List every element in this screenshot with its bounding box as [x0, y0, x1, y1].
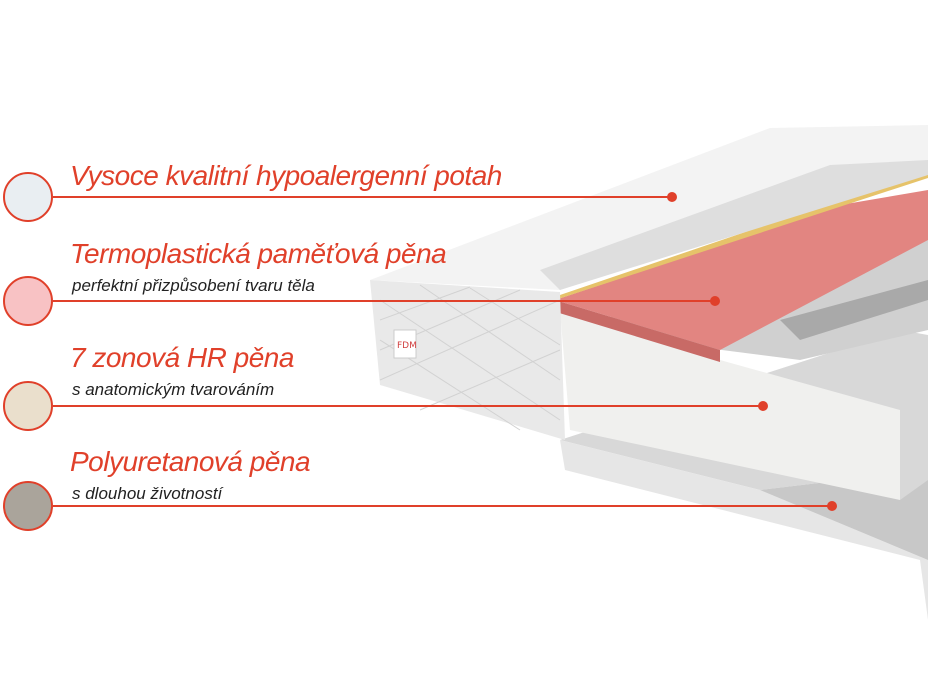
memory-foam-swatch: [3, 276, 53, 326]
hr-foam-title: 7 zonová HR pěna: [70, 342, 294, 373]
memory-foam-front: [555, 300, 720, 362]
hr-foam-marker: [758, 401, 768, 411]
cover-title: Vysoce kvalitní hypoalergenní potah: [70, 160, 502, 191]
hr-foam-subtitle: s anatomickým tvarováním: [72, 380, 275, 399]
pu-foam-subtitle: s dlouhou životností: [72, 484, 223, 503]
memory-foam-title: Termoplastická paměťová pěna: [70, 238, 447, 269]
memory-foam-top: [555, 190, 928, 350]
pu-foam-front: [560, 440, 928, 620]
pu-foam-swatch: [3, 481, 53, 531]
pu-foam-title: Polyuretanová pěna: [70, 446, 311, 477]
cover-top: [370, 125, 928, 290]
cover-side: [370, 280, 565, 440]
pu-foam-leader-line: [53, 505, 833, 507]
cover-leader-line: [53, 196, 673, 198]
memory-foam-marker: [710, 296, 720, 306]
memory-foam-leader-line: [53, 300, 715, 302]
hr-foam-swatch: [3, 381, 53, 431]
hr-foam-leader-line: [53, 405, 763, 407]
cover-marker: [667, 192, 677, 202]
pu-foam-marker: [827, 501, 837, 511]
memory-foam-subtitle: perfektní přizpůsobení tvaru těla: [72, 276, 315, 295]
brand-tag: FDM: [397, 341, 417, 351]
cover-swatch: [3, 172, 53, 222]
